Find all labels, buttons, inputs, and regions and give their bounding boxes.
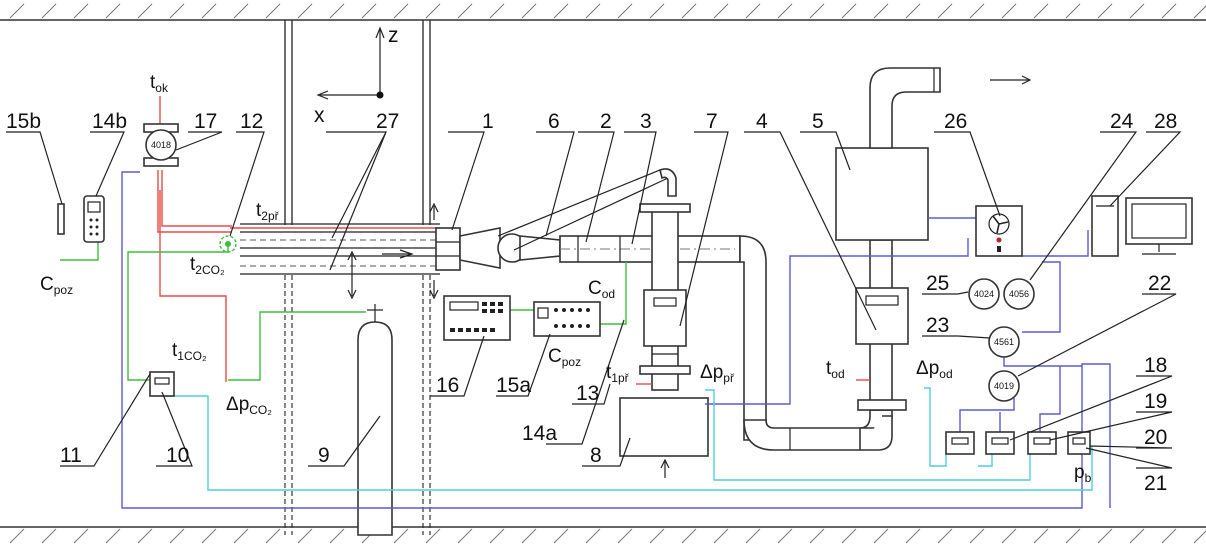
green-lines [60,236,627,381]
axis-z-label: z [388,24,399,47]
symbol-dp-co2: ΔpCO₂ [226,394,272,417]
floor [0,526,1206,544]
gauge-23-value: 4561 [994,337,1014,347]
gauge-22: 4019 [988,370,1020,402]
transducers-18-21 [945,431,1091,455]
exhaust-stack [835,67,1032,411]
label-10: 10 [166,444,189,467]
label-27: 27 [376,110,399,133]
label-11: 11 [60,444,82,467]
symbol-t-2pr: t2př [256,200,280,223]
label-23: 23 [926,314,949,337]
gauge-24-value: 4056 [1009,289,1029,299]
symbol-c-poz-mid: Cpoz [548,346,581,369]
probe-tubes [230,223,440,300]
measuring-section-7 [636,203,691,391]
number-labels: 15b 14b 17 12 27 1 6 2 3 7 4 5 26 24 28 … [6,110,1177,495]
label-14a: 14a [522,422,557,445]
leader-lines [6,131,1182,469]
red-lines [157,96,232,382]
label-24: 24 [1110,110,1134,133]
symbol-t-1co2: t1CO₂ [172,340,207,363]
label-28: 28 [1154,110,1177,133]
label-13: 13 [576,382,599,405]
label-22: 22 [1148,272,1171,295]
gauge-25-value: 4024 [974,289,994,299]
label-12: 12 [240,110,263,133]
computer-28 [1091,195,1193,257]
label-15b: 15b [6,110,41,133]
device-10 [149,371,175,397]
label-17: 17 [194,110,217,133]
label-16: 16 [436,374,459,397]
label-18: 18 [1144,354,1167,377]
axis-x-label: x [314,104,325,127]
device-14b [83,195,105,243]
label-26: 26 [944,110,967,133]
label-19: 19 [1144,390,1167,413]
symbol-dp-od: Δpod [916,358,953,381]
gauge-17-value: 4018 [151,140,171,150]
symbol-c-poz-left: Cpoz [40,274,73,297]
ceiling [0,3,1206,21]
blue-lines [121,171,1111,509]
symbol-dp-pr: Δppř [700,362,735,385]
label-5: 5 [812,110,824,133]
fan-box-8 [619,397,709,478]
gauge-17: 4018 [143,123,179,167]
label-25: 25 [926,272,949,295]
gauge-22-value: 4019 [994,381,1014,391]
label-6: 6 [548,110,560,133]
vertical-shaft [284,20,431,535]
label-14b: 14b [92,110,127,133]
sensor-12 [219,235,237,253]
label-8: 8 [590,444,602,467]
coordinate-axes: z x [314,24,399,127]
quantity-symbols: tok t2př t2CO₂ t1CO₂ ΔpCO₂ Cpoz Cpoz Cod… [40,72,1092,485]
cyan-lines [160,387,1093,491]
gauge-23: 4561 [988,326,1020,358]
co2-cylinder [357,304,393,536]
symbol-p-b: pb [1074,462,1092,485]
label-7: 7 [706,110,718,133]
symbol-t-2co2: t2CO₂ [190,254,225,277]
datalogger-16 [443,295,511,341]
label-9: 9 [318,444,330,467]
symbol-t-1pr: t1př [606,362,630,385]
label-1: 1 [482,110,494,133]
label-20: 20 [1144,426,1167,449]
label-4: 4 [756,110,768,133]
symbol-c-od: Cod [588,278,615,301]
gauge-24: 4056 [1003,278,1035,310]
label-3: 3 [640,110,652,133]
main-duct [497,168,893,451]
probe-head [429,202,501,300]
analyzer-15a [533,301,601,337]
symbol-t-od: tod [826,358,845,381]
label-2: 2 [600,110,612,133]
gauge-25: 4024 [968,278,1000,310]
label-15a: 15a [496,374,531,397]
label-21: 21 [1144,472,1167,495]
device-15b [57,203,65,235]
symbol-t-ok: tok [150,72,169,95]
